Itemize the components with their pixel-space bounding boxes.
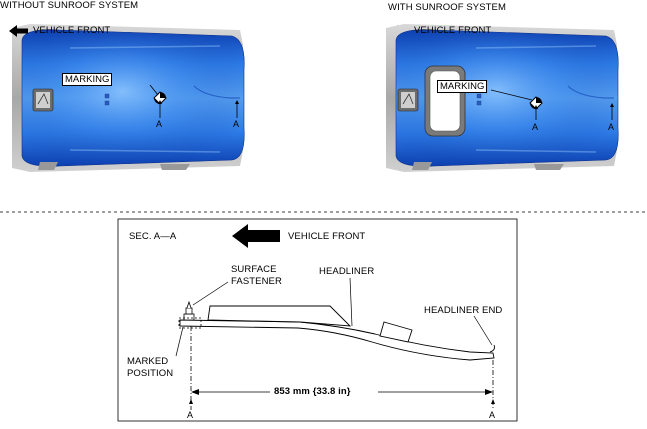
title-without-sunroof: WITHOUT SUNROOF SYSTEM <box>0 0 139 11</box>
marked-position-label-2: POSITION <box>127 368 174 379</box>
vehicle-front-label-left: VEHICLE FRONT <box>33 25 111 36</box>
section-mark-a-left-1: A <box>156 119 163 129</box>
marking-label-right: MARKING <box>437 80 488 93</box>
vehicle-front-arrow-left-icon <box>9 25 28 37</box>
section-vehicle-front-label: VEHICLE FRONT <box>288 231 366 242</box>
section-mark-a-right-1: A <box>532 122 539 132</box>
section-mark-a-left-2: A <box>233 119 240 129</box>
section-mark-a-right-2: A <box>608 122 615 132</box>
marked-position-label-1: MARKED <box>127 356 169 367</box>
section-mark-a-bottom-left: A <box>187 410 194 420</box>
title-with-sunroof: WITH SUNROOF SYSTEM <box>388 2 507 13</box>
marking-symbol-left <box>153 91 167 105</box>
surface-fastener-icon <box>183 300 195 321</box>
surface-fastener-label-1: SURFACE <box>231 264 277 275</box>
headliner-cross-section <box>179 305 495 361</box>
surface-fastener-label-2: FASTENER <box>231 276 282 287</box>
vehicle-front-label-right: VEHICLE FRONT <box>414 25 492 36</box>
headliner-with-sunroof-illustration <box>386 24 619 172</box>
marking-label-left: MARKING <box>62 73 113 86</box>
dimension-label: 853 mm {33.8 in} <box>274 386 351 397</box>
headliner-without-sunroof-illustration <box>12 24 245 172</box>
marking-symbol-right <box>529 96 543 110</box>
headliner-end-label: HEADLINER END <box>424 305 503 316</box>
section-mark-a-bottom-right: A <box>489 410 496 420</box>
section-vehicle-front-arrow-icon <box>232 224 280 248</box>
headliner-label: HEADLINER <box>319 266 375 277</box>
section-title: SEC. A—A <box>129 231 177 242</box>
